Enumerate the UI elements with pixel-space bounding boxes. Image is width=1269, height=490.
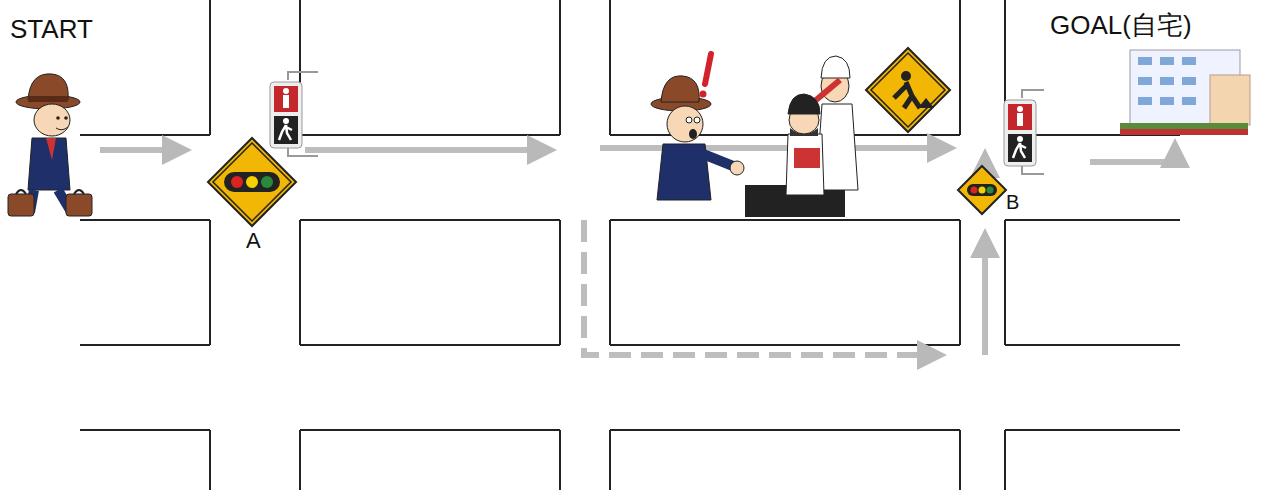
construction-workers [745, 56, 858, 217]
route-arrows [100, 148, 1175, 355]
block-edge [609, 0, 611, 135]
block-edge [80, 219, 210, 221]
block-edge [559, 0, 561, 135]
pedestrian-signal [270, 72, 318, 156]
block-edge [300, 219, 560, 221]
block-edge [559, 430, 561, 490]
block-edge [609, 220, 611, 345]
block-edge [610, 134, 960, 136]
signal-warning-sign [958, 166, 1006, 214]
block-edge [1004, 220, 1006, 345]
block-edge [610, 219, 960, 221]
block-edge [299, 430, 301, 490]
signal-warning-sign [208, 138, 296, 226]
block-edge [300, 344, 560, 346]
pedestrian-signal [1004, 90, 1044, 174]
block-edge [959, 430, 961, 490]
block-edge [80, 344, 210, 346]
block-edge [300, 134, 560, 136]
home-building [1120, 50, 1250, 135]
block-edge [1005, 219, 1180, 221]
sign-label: A [246, 230, 261, 252]
block-edge [610, 344, 960, 346]
walking-man [8, 74, 92, 216]
city-blocks [80, 0, 1180, 490]
construction-sign [866, 48, 950, 132]
block-edge [209, 430, 211, 490]
block-edge [80, 429, 210, 431]
block-edge [1005, 344, 1180, 346]
block-edge [209, 0, 211, 135]
start-label: START [10, 16, 93, 42]
surprised-man [651, 54, 744, 200]
block-edge [1005, 429, 1180, 431]
goal-label: GOAL(自宅) [1050, 12, 1192, 38]
block-edge [609, 430, 611, 490]
block-edge [299, 220, 301, 345]
block-edge [959, 220, 961, 345]
block-edge [959, 0, 961, 135]
block-edge [1004, 430, 1006, 490]
block-edge [610, 429, 960, 431]
block-edge [209, 220, 211, 345]
sign-label: B [1006, 192, 1019, 212]
block-edge [80, 134, 210, 136]
block-edge [559, 220, 561, 345]
block-edge [300, 429, 560, 431]
